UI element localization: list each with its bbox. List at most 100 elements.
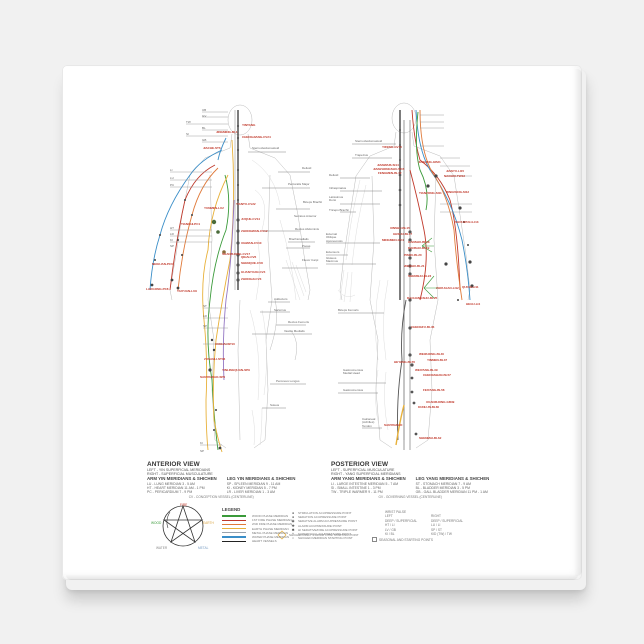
stomach-line bbox=[212, 139, 235, 453]
legend-point: ●SEDATION ACUPRESSURE POINT bbox=[290, 515, 358, 519]
triple-warmer-line bbox=[419, 109, 463, 301]
point-label: ZHONGWAN-CV12 bbox=[241, 229, 268, 233]
stimulation-point-icon: ● bbox=[291, 511, 295, 516]
tag-si: SI bbox=[186, 132, 189, 136]
alarm-point-icon: ✚ bbox=[291, 523, 295, 528]
swatch-earth bbox=[222, 528, 246, 530]
point-label: YINLINGQUAN-SP9 bbox=[222, 368, 250, 372]
point-label: JIANJING-GB21 bbox=[418, 160, 441, 164]
tag-st: ST bbox=[203, 304, 207, 308]
leg-yang-heading: LEG YANG MERIDIANS & SHICHEN bbox=[415, 476, 490, 482]
pulse-cell: LEFT bbox=[385, 514, 393, 518]
swatch-fire2 bbox=[222, 523, 246, 526]
tag-bl: BL bbox=[202, 126, 206, 130]
muscle-label: Adductors bbox=[274, 297, 288, 301]
hi-sedative-point-icon: ✱ bbox=[291, 527, 295, 532]
legend: LEGEND WOOD PHASE MERIDIAN 1ST FIRE PHAS… bbox=[222, 507, 292, 543]
shichen-markers bbox=[421, 237, 438, 299]
point-label: SHOUWULI-LI13 bbox=[455, 220, 479, 224]
kidney-line bbox=[222, 199, 235, 381]
muscle-label: External Oblique Aponeurosis bbox=[326, 232, 343, 243]
point-label: QUCHI-LI11 bbox=[462, 285, 479, 289]
muscle-label: Rectus Femoris bbox=[288, 320, 310, 324]
swatch-vessels bbox=[222, 540, 246, 542]
pulse-cell: DEEP / SUPERFICIAL bbox=[385, 518, 418, 523]
diamond-note: SHICHEN DAILY 2-HOUR VITAL STARTING POIN… bbox=[289, 533, 359, 537]
leg-yang-item: GB - GALL BLADDER MERIDIAN 11 PM - 1 AM bbox=[415, 490, 488, 495]
point-label: FEIYANG-BL58 bbox=[423, 388, 445, 392]
point-label: JIACHE-ST6 bbox=[203, 146, 221, 150]
muscle-label: Triceps Brachii bbox=[329, 208, 349, 212]
tag-ki2: KI bbox=[200, 441, 203, 445]
point-label: CHENGFU-BL36 bbox=[411, 325, 435, 329]
wrist-pulse-title: WRIST PALSE bbox=[385, 510, 407, 514]
point-label: HEYANG-BL55 bbox=[394, 360, 415, 364]
point-label: KUNLUN-BL60 bbox=[418, 405, 440, 409]
point-label: QIHAI-CV6 bbox=[241, 255, 257, 259]
pulse-cell: LU / LI bbox=[431, 523, 441, 528]
lung-line bbox=[149, 149, 223, 291]
legend-line-label: METAL PHASE MERIDIAN bbox=[252, 530, 289, 535]
pulse-cell: HT / LI bbox=[385, 523, 395, 528]
posterior-muscle-sketch bbox=[337, 179, 389, 431]
point-label: SHANZHONG-CV17 bbox=[222, 252, 251, 256]
point-label: JUQUE-CV14 bbox=[241, 217, 260, 221]
muscle-label: Gluteus Maximus bbox=[326, 256, 339, 264]
legend-line-fire2: 2ND FIRE PHASE MERIDIAN bbox=[222, 522, 292, 526]
posterior-meridians bbox=[395, 109, 471, 446]
muscle-label: Calcaneal (Achilles) Tendon bbox=[362, 417, 376, 428]
point-label: MINGMEN-GV4 bbox=[382, 238, 404, 242]
legend-point-label: SEDATION ACUPRESSURE POINT bbox=[298, 515, 347, 520]
anterior-meridians bbox=[149, 137, 235, 453]
pulse-cell: KID (TW) / TW bbox=[431, 532, 452, 537]
legend-line-label: 2ND FIRE PHASE MERIDIAN bbox=[252, 522, 293, 527]
element-water-label: WATER bbox=[156, 546, 168, 550]
point-label: TIANTU-CV22 bbox=[236, 202, 256, 206]
tag-ki: KI bbox=[170, 238, 173, 242]
element-fire-label: FIRE bbox=[180, 503, 188, 507]
pulse-cell: RIGHT bbox=[431, 514, 441, 518]
muscle-label: Biceps Brachii bbox=[303, 200, 323, 204]
muscle-label: Infraspinatus bbox=[329, 186, 347, 190]
wrist-pulse-table: WRIST PALSE LEFT RIGHT DEEP / SUPERFICIAL… bbox=[385, 510, 471, 536]
swatch-fire1 bbox=[222, 519, 246, 521]
tag-tw: TW bbox=[186, 120, 191, 124]
anterior-tag-lines bbox=[170, 111, 228, 446]
muscle-label: Serratus Anterior bbox=[294, 214, 317, 218]
point-label: TAIYUAN-LU9 bbox=[177, 289, 197, 293]
legend-line-fire1: 1ST FIRE PHASE MERIDIAN bbox=[222, 518, 292, 522]
legend-point-label: STIMULATION ACUPRESSURE POINT bbox=[298, 511, 352, 516]
posterior-view-title: POSTERIOR VIEW bbox=[331, 461, 389, 468]
point-label: SANYINJIAO-SP6 bbox=[200, 375, 226, 379]
anterior-muscle-pointers bbox=[248, 151, 318, 409]
muscle-label: Psoas bbox=[302, 244, 311, 248]
anterior-view-title: ANTERIOR VIEW bbox=[147, 461, 200, 468]
shichen-start-point-icon: ○ bbox=[291, 536, 295, 541]
muscle-label: Trapezius bbox=[355, 153, 369, 157]
point-label: DANSHU-BL19 bbox=[408, 246, 430, 250]
arm-yin-heading: ARM YIN MERIDIANS & SHICHEN bbox=[147, 476, 217, 482]
legend-point-types: ●STIMULATION ACUPRESSURE POINT ●SEDATION… bbox=[290, 511, 358, 540]
muscle-label: Flexor Carpi bbox=[302, 258, 319, 262]
legend-line-label: EARTH PHASE MERIDIAN bbox=[252, 526, 289, 531]
seasonal-key: SEASONAL AND STARTING POINTS bbox=[372, 537, 433, 542]
point-label: YIFENG-GV15 bbox=[382, 145, 402, 149]
muscle-label: Rectus Abdominis bbox=[295, 227, 320, 231]
arm-yin-item: HT - HEART MERIDIAN 11 AM - 1 PM bbox=[147, 486, 205, 491]
tag-gv: GV bbox=[202, 114, 207, 118]
point-label: NAOHUI-TW13 bbox=[444, 174, 465, 178]
legend-title: LEGEND bbox=[222, 507, 241, 512]
legend-point: ●STIMULATION ACUPRESSURE POINT bbox=[290, 511, 358, 515]
muscle-label: Brachioradialis bbox=[289, 237, 309, 241]
arm-yang-item: SI - SMALL INTESTINE 1 - 3 PM bbox=[331, 486, 381, 491]
tag-lr2: LR bbox=[203, 314, 207, 318]
muscle-label: Extensors bbox=[326, 250, 340, 254]
point-label: JIANYU-LI15 bbox=[446, 169, 465, 173]
muscle-label: Latissimus Dorsi bbox=[329, 195, 344, 203]
gall-bladder-line bbox=[415, 111, 428, 211]
legend-line-label: 1ST FIRE PHASE MERIDIAN bbox=[252, 518, 292, 523]
diamond-icon bbox=[277, 530, 287, 540]
cv-points bbox=[236, 124, 240, 282]
legend-point: ◉SEDATIVE ALARM ACUPRESSURE POINT bbox=[290, 519, 358, 523]
point-label: SHENMAI-BL62 bbox=[419, 436, 442, 440]
